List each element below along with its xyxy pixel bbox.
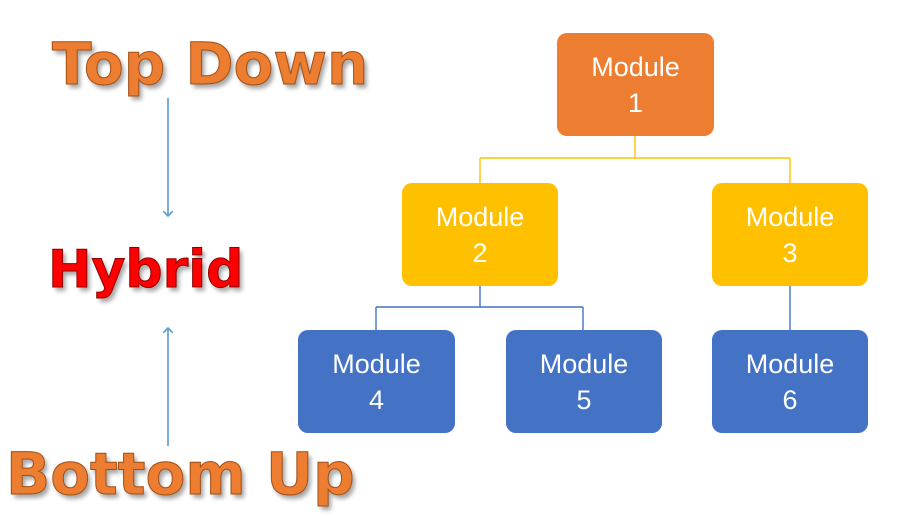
bottom-up-label: Bottom Up [6,440,356,509]
module-1-title: Module [591,51,680,82]
module-4-number: 4 [368,384,385,415]
module-1-number: 1 [627,87,644,118]
top-down-label: Top Down [51,30,369,99]
module-4-box: Module 4 [298,330,455,433]
module-3-number: 3 [782,237,798,268]
module-5-title: Module [539,348,629,379]
module-4-title: Module [332,348,421,379]
module-6-title: Module [745,348,835,379]
module-3-title: Module [745,201,835,232]
module-3-box: Module 3 [712,183,868,286]
module-6-number: 6 [782,384,798,415]
connector-level2 [375,286,791,330]
module-2-title: Module [435,201,525,232]
module-5-box: Module 5 [506,330,662,433]
connector-level1 [479,136,791,183]
module-6-box: Module 6 [712,330,868,433]
module-5-number: 5 [576,384,592,415]
hybrid-label: Hybrid [47,240,244,301]
module-2-box: Module 2 [402,183,558,286]
module-2-number: 2 [472,237,488,268]
module-1-box: Module 1 [557,33,714,136]
